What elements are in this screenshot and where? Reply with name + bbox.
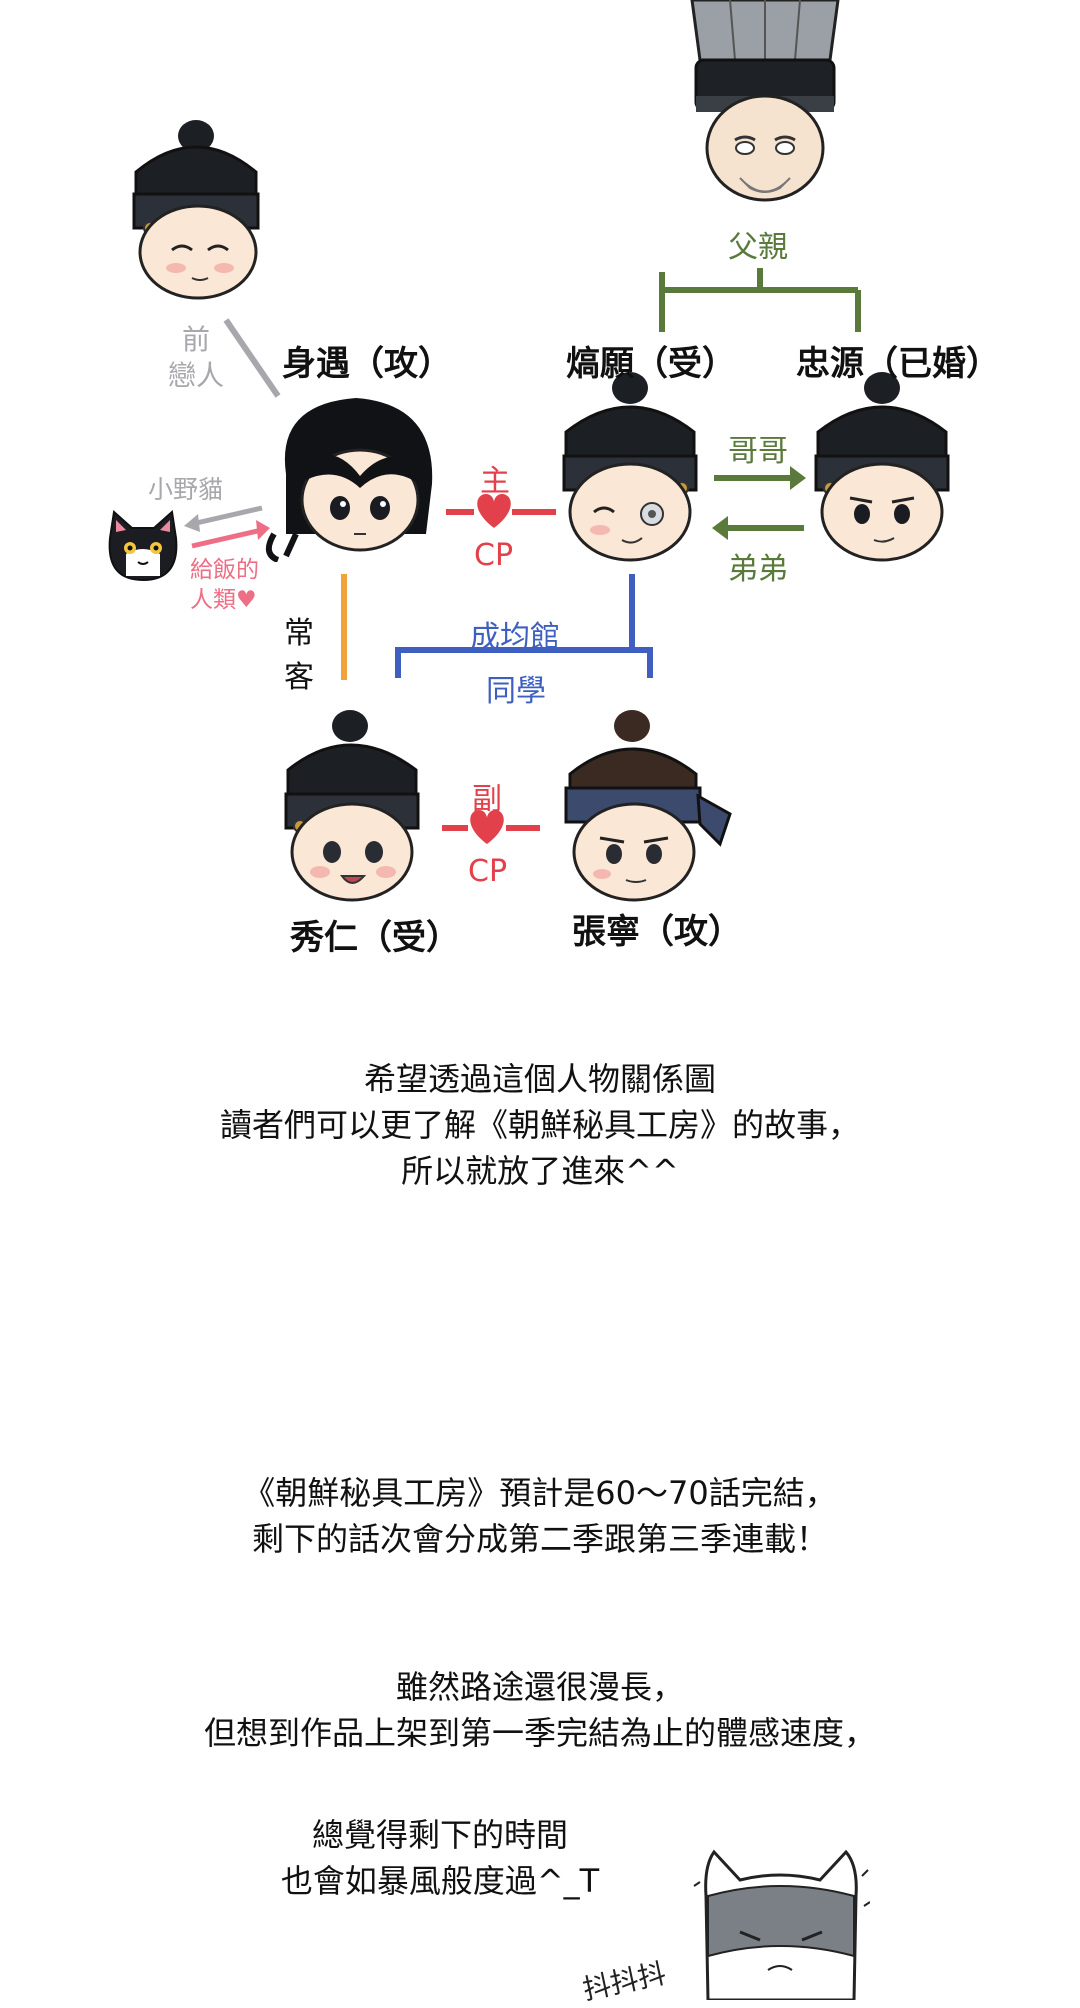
xiuren-name: 秀仁（受） [290,918,460,958]
ex-lover-label-1: 前 [182,323,211,356]
ex-lover-line [223,318,281,398]
journey-line-1: 雖然路途還很漫長， [395,1668,684,1706]
classmates-label-2: 同學 [486,674,546,709]
stray-cat-label: 小野貓 [148,475,224,504]
haoyuan-name: 熇願（受） [566,344,736,384]
schedule-line-2: 剩下的話次會分成第二季跟第三季連載！ [251,1520,828,1558]
haoyuan-face [562,372,698,562]
relationship-diagram: 父親 身遇（攻） 熇願（受） 忠源（已婚） 前 戀人 小野貓 給飯的 人類♥ 主… [0,0,1080,960]
zhangning-face [564,710,732,902]
main-cp-label-2: CP [474,538,514,573]
younger-brother-label: 弟弟 [728,552,788,587]
schedule-line-1: 《朝鮮秘具工房》預計是60～70話完結， [243,1474,837,1512]
time-line-1: 總覺得剩下的時間 [311,1816,568,1854]
shaking-cat-drawing [693,1849,870,2000]
sub-cp-heart [470,810,504,844]
regular-customer-label-2: 客 [284,660,314,695]
main-cp-heart [477,494,511,528]
schedule-paragraph: 《朝鮮秘具工房》預計是60～70話完結， 剩下的話次會分成第二季跟第三季連載！ [0,1470,1080,1562]
zhangning-name: 張寧（攻） [572,912,742,952]
zhongyuan-name: 忠源（已婚） [796,344,1000,384]
ex-lover-face [132,120,260,300]
cat-gray-arrow [191,505,263,527]
feeder-label-2: 人類♥ [190,587,257,613]
sub-cp-label-1: 副 [472,782,502,817]
intro-line-1: 希望透過這個人物關係圖 [363,1060,716,1098]
classmates-bracket [395,574,653,678]
older-brother-label: 哥哥 [728,434,788,469]
journey-line-2: 但想到作品上架到第一季完結為止的體感速度， [203,1714,876,1752]
classmates-label-1: 成均館 [470,620,560,655]
father-face [690,0,840,202]
ex-lover-label-2: 戀人 [168,359,225,392]
relationship-lines [184,268,861,844]
main-cp-label-1: 主 [480,464,510,499]
feeder-label-1: 給飯的 [190,557,259,583]
intro-line-3: 所以就放了進來^^ [401,1152,679,1190]
black-cat-face [108,510,178,582]
sub-cp-label-2: CP [468,854,508,889]
time-line-2: 也會如暴風般度過^_T [280,1862,600,1900]
intro-paragraph: 希望透過這個人物關係圖 讀者們可以更了解《朝鮮秘具工房》的故事， 所以就放了進來… [0,1056,1080,1194]
xiuren-face [284,710,420,902]
regular-customer-label-1: 常 [284,616,314,651]
journey-paragraph: 雖然路途還很漫長， 但想到作品上架到第一季完結為止的體感速度， [0,1664,1080,1756]
zhongyuan-face [814,372,950,562]
shenyu-name: 身遇（攻） [282,344,452,384]
shenyu-face [265,398,433,562]
intro-line-2: 讀者們可以更了解《朝鮮秘具工房》的故事， [219,1106,860,1144]
father-label: 父親 [728,230,788,265]
cat-pink-arrow [191,527,263,549]
time-paragraph: 總覺得剩下的時間 也會如暴風般度過^_T [220,1812,660,1904]
